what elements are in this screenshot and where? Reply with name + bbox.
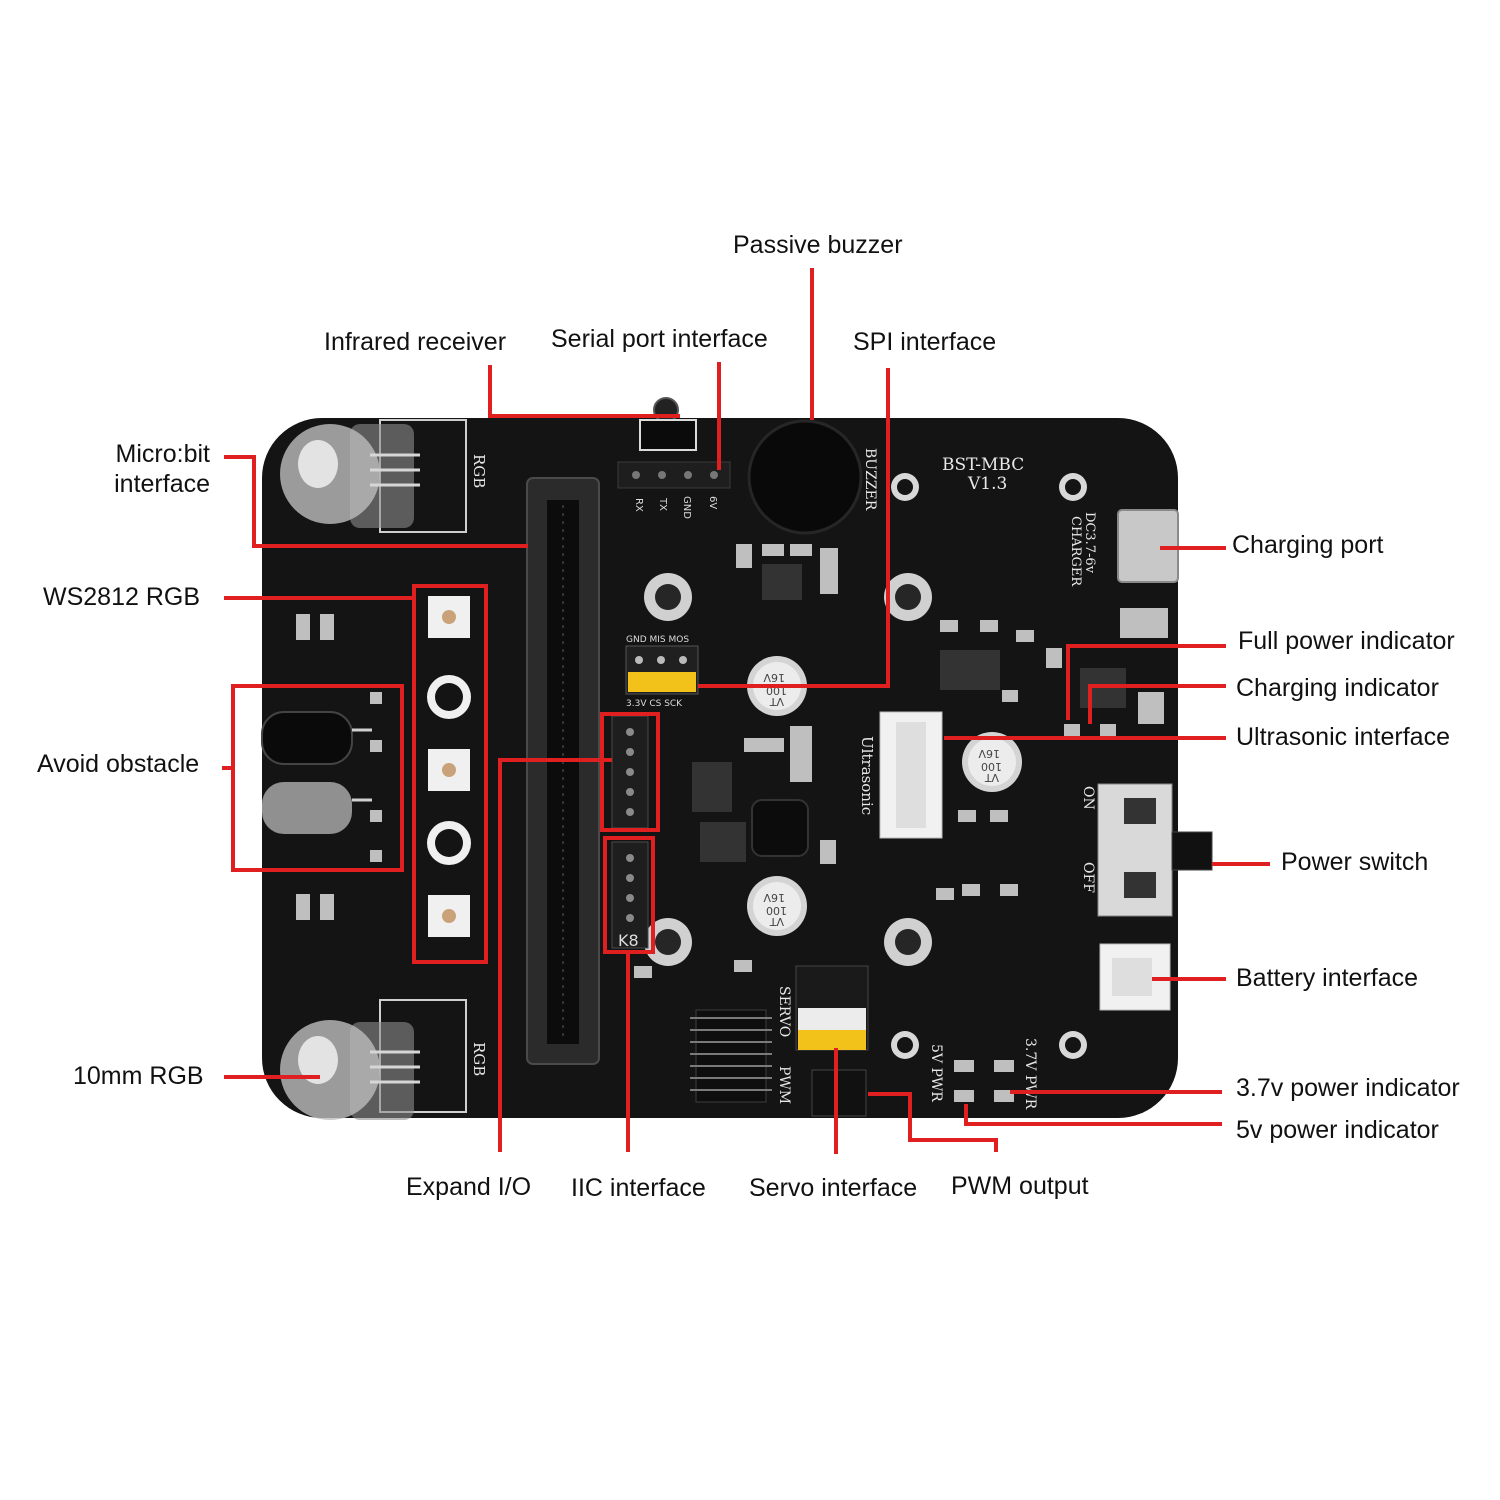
- leader-expand-io: [498, 758, 612, 1152]
- inductor: [751, 799, 809, 857]
- label-infrared-receiver: Infrared receiver: [324, 328, 507, 356]
- expand-io-box: [600, 712, 660, 832]
- ultrasonic-connector: [879, 711, 943, 839]
- label-passive-buzzer: Passive buzzer: [733, 231, 903, 259]
- silk-buzzer: BUZZER: [862, 448, 878, 511]
- silk-serial-rx: RX: [633, 498, 644, 512]
- silk-ultrasonic: Ultrasonic: [858, 736, 876, 815]
- silk-charger-voltage: DC3.7-6v: [1082, 512, 1097, 574]
- leader-full-power: [1066, 644, 1226, 720]
- cap2-voltage: 16V: [763, 891, 785, 904]
- rgb-led-top: [280, 419, 467, 533]
- label-spi-interface: SPI interface: [853, 328, 997, 356]
- label-microbit-line2: interface: [114, 470, 210, 498]
- cap1-type: VT: [769, 695, 784, 708]
- power-switch-body: [1097, 783, 1213, 917]
- cap1-voltage: 16V: [763, 671, 785, 684]
- ws2812-column: [427, 596, 471, 937]
- leader-pwm: [868, 1092, 998, 1152]
- cap3-type: VT: [984, 771, 999, 784]
- cap3-value: 100: [981, 760, 1002, 773]
- spi-header: [625, 645, 699, 695]
- label-ultrasonic-interface: Ultrasonic interface: [1236, 723, 1450, 751]
- cap2-type: VT: [769, 915, 784, 928]
- label-37v-power-indicator: 3.7v power indicator: [1236, 1074, 1460, 1102]
- silk-serial-6v: 6V: [707, 496, 718, 509]
- silk-serial-tx: TX: [657, 497, 668, 511]
- label-10mm-rgb: 10mm RGB: [73, 1062, 204, 1090]
- silk-off: OFF: [1080, 862, 1096, 893]
- leader-5v: [964, 1104, 1222, 1126]
- label-5v-power-indicator: 5v power indicator: [1236, 1116, 1439, 1144]
- silk-model: BST-MBC: [942, 455, 1024, 475]
- label-iic-interface: IIC interface: [571, 1174, 706, 1202]
- ir-receiver: [639, 397, 697, 451]
- label-power-switch: Power switch: [1281, 848, 1429, 876]
- cap3-voltage: 16V: [978, 747, 1000, 760]
- buzzer: [747, 419, 863, 535]
- leader-lines: [222, 268, 1270, 1154]
- silk-spi-top: GND MIS MOS: [626, 635, 689, 645]
- ws2812-box: [412, 584, 488, 964]
- label-pwm-output: PWM output: [951, 1172, 1089, 1200]
- label-charging-indicator: Charging indicator: [1236, 674, 1439, 702]
- servo-headers: [795, 965, 869, 1117]
- silk-on: ON: [1080, 786, 1096, 810]
- highlight-boxes: [231, 584, 660, 964]
- silk-servo: SERVO: [776, 986, 792, 1037]
- leader-charging-ind: [1088, 684, 1226, 724]
- silk-5v-pwr: 5V PWR: [928, 1044, 944, 1102]
- label-microbit-interface: Micro:bit interface: [60, 439, 210, 499]
- label-expand-io: Expand I/O: [406, 1173, 532, 1201]
- silk-serial-gnd: GND: [681, 496, 692, 519]
- silk-rgb-bottom: RGB: [470, 1042, 488, 1076]
- silk-rgb-top: RGB: [470, 454, 488, 488]
- serial-header: [617, 461, 731, 489]
- smd-components: [296, 544, 1168, 1103]
- silk-37v-pwr: 3.7V PWR: [1022, 1038, 1038, 1110]
- silk-spi-bottom: 3.3V CS SCK: [626, 699, 683, 709]
- label-charging-port: Charging port: [1232, 531, 1384, 559]
- label-avoid-obstacle: Avoid obstacle: [37, 750, 200, 778]
- silk-version: V1.3: [967, 474, 1007, 494]
- label-full-power-indicator: Full power indicator: [1238, 627, 1455, 655]
- leader-spi: [698, 368, 890, 688]
- mounting-holes: [644, 473, 1087, 1059]
- label-microbit-line1: Micro:bit: [115, 440, 210, 468]
- cap2-value: 100: [766, 904, 787, 917]
- label-servo-interface: Servo interface: [749, 1174, 918, 1202]
- expand-io-header: [611, 715, 649, 949]
- label-battery-interface: Battery interface: [1236, 964, 1419, 992]
- silk-charger: CHARGER: [1068, 516, 1083, 587]
- microbit-slot: [526, 477, 600, 1065]
- obstacle-sensors: [261, 711, 372, 834]
- label-ws2812-rgb: WS2812 RGB: [43, 583, 201, 611]
- leader-microbit: [224, 455, 528, 548]
- label-serial-port-interface: Serial port interface: [551, 325, 768, 353]
- avoid-obstacle-box: [231, 684, 404, 872]
- rgb-led-bottom: [280, 999, 467, 1120]
- leader-infrared: [488, 365, 680, 418]
- silk-pwm: PWM: [776, 1066, 792, 1104]
- silk-k8: K8: [618, 931, 639, 950]
